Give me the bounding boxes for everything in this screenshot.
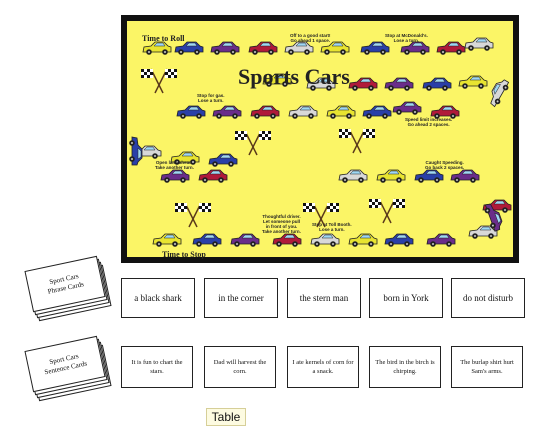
car-icon — [192, 233, 222, 247]
car-icon — [436, 41, 466, 55]
car-icon — [174, 41, 204, 55]
car-icon — [458, 75, 488, 89]
checkered-flags-icon — [235, 130, 271, 156]
car-icon — [284, 41, 314, 55]
car-icon — [422, 77, 452, 91]
car-icon — [450, 169, 480, 183]
phrase-card[interactable]: the stern man — [287, 278, 361, 318]
car-icon — [464, 37, 494, 51]
car-icon — [248, 41, 278, 55]
car-track — [129, 37, 512, 247]
end-label: Time to Stop — [162, 250, 206, 259]
car-icon — [310, 233, 340, 247]
car-icon — [272, 233, 302, 247]
car-icon — [484, 203, 503, 232]
checkered-flags-icon — [339, 128, 375, 154]
checkered-flags-icon — [303, 202, 339, 228]
car-icon — [426, 233, 456, 247]
car-icon — [152, 233, 182, 247]
car-icon — [392, 101, 422, 115]
car-icon — [160, 169, 190, 183]
checkered-flags-icon — [369, 198, 405, 224]
car-icon — [384, 233, 414, 247]
board-note-4: Speed limit increases. Go ahead 2 spaces… — [405, 117, 453, 127]
car-icon — [360, 41, 390, 55]
sentence-card[interactable]: The burlap shirt hurt Sam's arms. — [451, 346, 523, 388]
car-icon — [170, 151, 200, 165]
board-note-8: Stop at Toll Booth. Lose a turn. — [312, 222, 352, 232]
board-title: Sports Cars — [238, 64, 350, 89]
board-note-6: Caught Speeding. Go back 2 spaces. — [425, 160, 465, 170]
car-icon — [468, 225, 498, 239]
car-icon — [376, 169, 406, 183]
car-icon — [320, 41, 350, 55]
car-icon — [348, 233, 378, 247]
table-tag[interactable]: Table — [206, 408, 246, 426]
phrase-card[interactable]: in the corner — [204, 278, 278, 318]
car-icon — [414, 169, 444, 183]
phrase-card[interactable]: do not disturb — [451, 278, 525, 318]
board-note-1: Off to a good start! Go ahead 1 space. — [290, 33, 331, 43]
car-icon — [129, 136, 143, 166]
car-icon — [306, 77, 336, 91]
board-note-5: Open lane ahead. Take another turn. — [155, 160, 194, 170]
car-icon — [208, 153, 238, 167]
board-note-2: Stop at McDonald's. Lose a turn. — [385, 33, 428, 43]
car-icon — [384, 77, 414, 91]
car-icon — [326, 105, 356, 119]
board-note-7: Thoughtful driver. Let someone pull in f… — [262, 214, 301, 234]
sentence-card[interactable]: Dad will harvest the corn. — [204, 346, 276, 388]
car-icon — [230, 233, 260, 247]
car-icon — [212, 105, 242, 119]
car-icon — [176, 105, 206, 119]
phrase-card[interactable]: born in York — [369, 278, 443, 318]
board-note-3: Stop for gas. Lose a turn. — [197, 93, 225, 103]
checkered-flags-icon — [175, 202, 211, 228]
board-surface — [127, 21, 513, 257]
car-icon — [142, 41, 172, 55]
car-icon — [288, 105, 318, 119]
car-icon — [262, 73, 292, 87]
car-icon — [490, 79, 510, 108]
sentence-card[interactable]: The bird in the birch is chirping. — [369, 346, 441, 388]
game-board — [121, 15, 519, 263]
car-icon — [210, 41, 240, 55]
car-icon — [430, 105, 460, 119]
checkered-flags-icon — [141, 68, 177, 94]
start-label: Time to Roll — [142, 34, 185, 43]
sentence-card[interactable]: It is fun to chart the stars. — [121, 346, 193, 388]
car-icon — [198, 169, 228, 183]
car-icon — [348, 77, 378, 91]
phrase-card[interactable]: a black shark — [121, 278, 195, 318]
car-icon — [338, 169, 368, 183]
car-icon — [362, 105, 392, 119]
car-icon — [250, 105, 280, 119]
sentence-card[interactable]: I ate kernels of corn for a snack. — [287, 346, 359, 388]
car-icon — [400, 41, 430, 55]
